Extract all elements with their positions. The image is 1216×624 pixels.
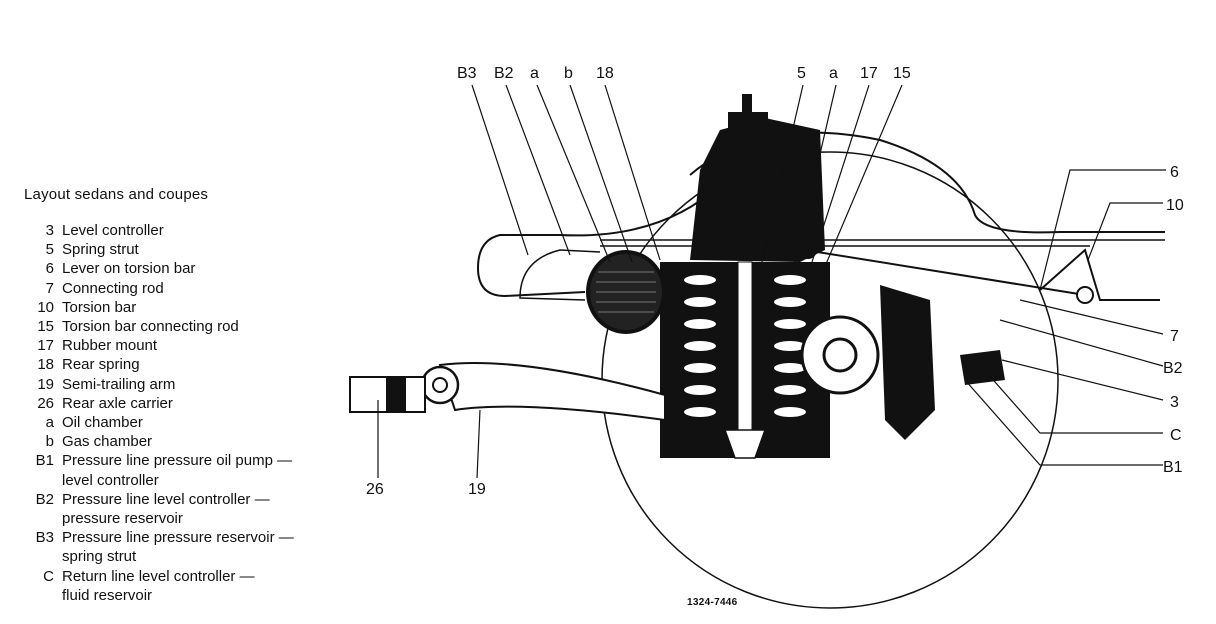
pressure-line-b3 [476,184,721,298]
legend-code: 3 [45,222,54,239]
wheel-hub-center [822,337,858,373]
torsion-bar-connecting-rod [804,249,1086,296]
leader-lines [377,84,1166,479]
legend-description: Pressure line pressure reservoir — sprin… [62,529,294,566]
legend: Layout sedans and coupes 3 Level controll… [24,186,364,605]
legend-code: 7 [45,279,54,297]
legend-code: 15 [37,318,54,336]
legend-entries: 3 Level controller 5 Spring strut 6 Lever on … [24,221,364,605]
legend-entry: b Gas chamber [24,432,364,451]
legend-description: Lever on torsion bar [62,260,196,278]
spring-strut-housing [690,118,825,262]
pressure-line-b2 [519,249,601,301]
legend-description: Rear axle carrier [62,394,173,412]
legend-code: 18 [37,356,54,374]
legend-code: B3 [35,529,54,547]
legend-entry: 15 Torsion bar connecting rod [24,317,364,336]
legend-description: Oil chamber [62,414,143,432]
callout-10: 10 [1166,197,1184,214]
legend-code: C [43,567,54,585]
legend-code: 6 [45,260,54,278]
strut-top-mount [728,112,768,152]
legend-entry: 19 Semi-trailing arm [24,375,364,394]
callout-3: 3 [1170,394,1179,411]
legend-entry: 6 Lever on torsion bar [24,259,364,278]
legend-title: Layout sedans and coupes [24,186,209,203]
figure-number: 1324-7446 [687,597,738,608]
callout-b: b [564,65,573,82]
differential-housing [880,285,935,440]
legend-entry: 17 Rubber mount [24,336,364,355]
legend-entry: 10 Torsion bar [24,298,364,317]
callout-19: 19 [468,481,486,498]
legend-code: 5 [45,241,54,259]
strut-lower-seat [723,429,767,459]
legend-description: Pressure line pressure oil pump — level … [62,452,293,489]
rubber-mount [799,241,817,259]
legend-code: 10 [37,298,54,316]
callout-18: 18 [596,65,614,82]
legend-description: Connecting rod [62,279,164,297]
callout-5: 5 [797,65,806,82]
legend-code: B2 [35,490,54,508]
strut-bolt [742,94,752,114]
legend-entry: 18 Rear spring [24,355,364,374]
torsion-bar-10 [1039,248,1160,301]
legend-entry: C Return line level controller — fluid re… [24,567,364,605]
legend-entry: B3 Pressure line pressure reservoir — spr… [24,528,364,566]
legend-description: Torsion bar connecting rod [62,318,239,336]
carrier-mount [386,378,406,411]
callout-26: 26 [366,481,384,498]
legend-description: Torsion bar [62,298,137,316]
callout-a-left: a [530,65,539,82]
legend-description: Return line level controller — fluid res… [62,567,255,604]
callout-6: 6 [1170,164,1179,181]
legend-entry: 26 Rear axle carrier [24,394,364,413]
callout-17: 17 [860,65,878,82]
legend-entry: 3 Level controller [24,221,364,240]
strut-rod [737,261,753,453]
semi-trailing-arm [438,362,666,422]
legend-description: Spring strut [62,241,139,259]
arm-pivot-bolt [432,377,448,393]
legend-code: 17 [37,337,54,355]
legend-entry: B1 Pressure line pressure oil pump — leve… [24,451,364,489]
legend-code: a [45,414,54,432]
callout-b1: B1 [1163,459,1183,476]
legend-description: Rear spring [62,356,140,374]
callout-b2-right: B2 [1163,360,1183,377]
legend-entry: a Oil chamber [24,413,364,432]
legend-description: Semi-trailing arm [62,375,176,393]
frame-rail [600,239,1165,247]
legend-description: Pressure line level controller — pressur… [62,490,270,528]
callout-15: 15 [893,65,911,82]
legend-entry: 5 Spring strut [24,240,364,259]
callout-b3: B3 [457,65,477,82]
legend-code: 19 [37,375,54,393]
rear-spring-coils [684,275,806,417]
legend-code: b [45,433,54,451]
legend-description: Gas chamber [62,433,153,451]
legend-code: 26 [37,394,54,412]
legend-entry: 7 Connecting rod [24,279,364,298]
legend-description: Level controller [62,222,164,239]
legend-code: B1 [35,452,54,470]
reservoir-pattern [596,271,656,313]
legend-entry: B2 Pressure line level controller — press… [24,490,364,528]
callout-c: C [1170,427,1182,444]
callout-7: 7 [1170,328,1179,345]
torsion-lever-joint [1076,286,1094,304]
callout-b2-top: B2 [494,65,514,82]
legend-description: Rubber mount [62,337,158,355]
callout-a-right: a [829,65,838,82]
